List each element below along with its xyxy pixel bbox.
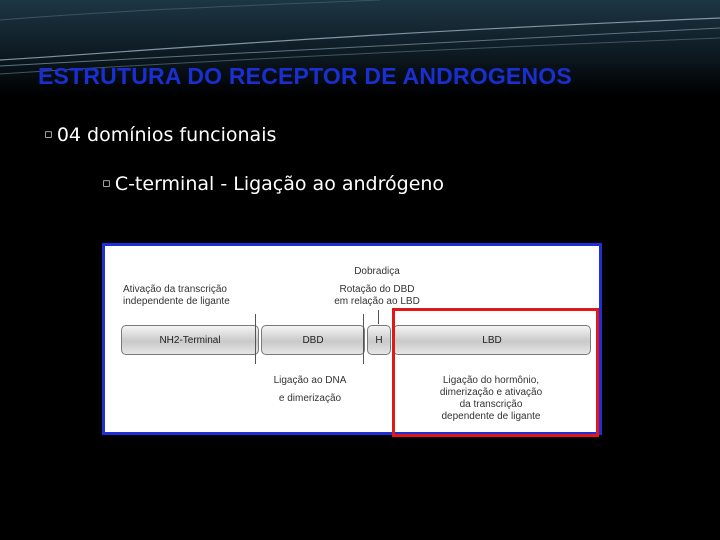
label-transcription-activation: Ativação da transcrição independente de … — [123, 284, 230, 307]
bullet-domains-text: 04 domínios funcionais — [56, 124, 277, 146]
label-hinge: Dobradiça Rotação do DBD em relação ao L… — [334, 266, 420, 307]
androgen-receptor-diagram: Ativação da transcrição independente de … — [102, 243, 602, 435]
domain-nh2-terminal: NH2-Terminal — [121, 325, 259, 355]
small-square-bullet-icon: ▫ — [102, 176, 111, 191]
domain-lbd: LBD — [393, 325, 591, 355]
lbd-highlight-box — [392, 308, 599, 437]
domain-hinge: H — [367, 325, 391, 355]
slide-title: ESTRUTURA DO RECEPTOR DE ANDROGENOS — [38, 63, 572, 89]
divider-tick — [363, 314, 364, 364]
label-hormone-binding: Ligação do hormônio, dimerização e ativa… — [439, 375, 543, 422]
hinge-pointer-line — [378, 310, 379, 324]
label-dna-binding: Ligação ao DNA e dimerização — [273, 375, 347, 404]
bullet-domains: ▫04 domínios funcionais — [44, 124, 276, 146]
bullet-c-terminal: ▫C-terminal - Ligação ao andrógeno — [102, 173, 444, 195]
bullet-c-terminal-text: C-terminal - Ligação ao andrógeno — [114, 173, 445, 195]
divider-tick — [255, 314, 256, 364]
small-square-bullet-icon: ▫ — [44, 127, 53, 142]
domain-dbd: DBD — [261, 325, 365, 355]
decorative-top-waves — [0, 0, 720, 95]
